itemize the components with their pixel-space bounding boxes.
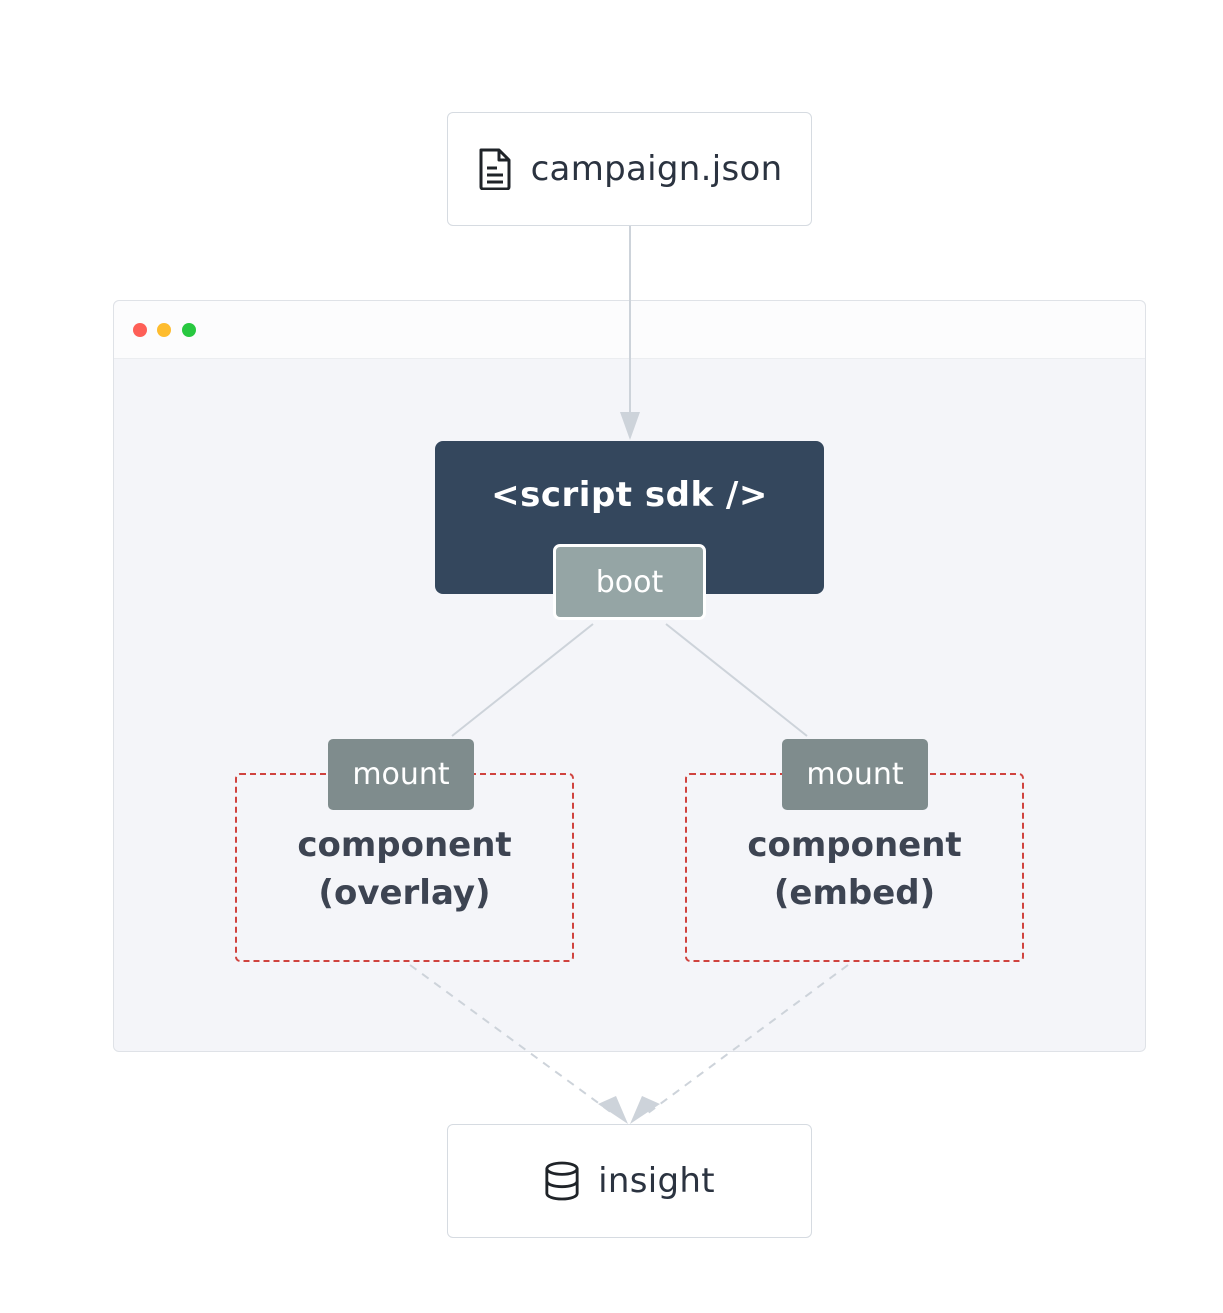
script-sdk-title: <script sdk />	[491, 475, 768, 515]
close-dot-icon	[133, 323, 147, 337]
arrowhead-insight-right	[630, 1096, 660, 1124]
maximize-dot-icon	[182, 323, 196, 337]
mount-tag-overlay: mount	[328, 739, 474, 810]
campaign-json-node: campaign.json	[447, 112, 812, 226]
component-embed-line2: (embed)	[773, 873, 936, 913]
insight-node: insight	[447, 1124, 812, 1238]
arrowhead-insight-left	[598, 1096, 628, 1124]
component-overlay-line2: (overlay)	[318, 873, 491, 913]
component-embed-label: component (embed)	[687, 821, 1022, 917]
insight-label: insight	[598, 1161, 715, 1201]
component-embed-box: component (embed)	[685, 773, 1024, 962]
database-icon	[544, 1160, 580, 1202]
component-overlay-line1: component	[297, 825, 512, 865]
component-overlay-label: component (overlay)	[237, 821, 572, 917]
file-text-icon	[477, 148, 513, 190]
mount-tag-embed: mount	[782, 739, 928, 810]
browser-title-bar	[114, 301, 1145, 359]
boot-tag: boot	[553, 544, 706, 620]
component-embed-line1: component	[747, 825, 962, 865]
campaign-json-label: campaign.json	[530, 149, 783, 189]
minimize-dot-icon	[157, 323, 171, 337]
